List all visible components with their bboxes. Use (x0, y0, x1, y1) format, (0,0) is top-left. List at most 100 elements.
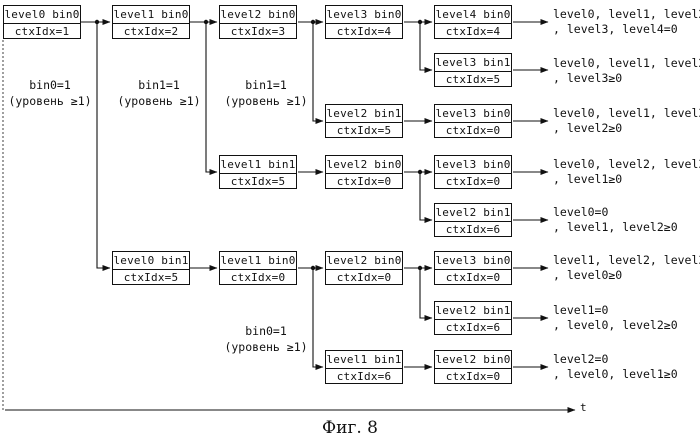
branch-r1c4-r2c5 (420, 22, 432, 70)
result-line: , level1≥0 (553, 172, 700, 187)
box-label: level2 bin0 (220, 6, 296, 24)
box-label: level3 bin0 (435, 252, 511, 270)
state-box-r7c5: level2 bin1 ctxIdx=6 (434, 301, 512, 335)
box-ctxidx: ctxIdx=3 (220, 23, 296, 40)
branch-label: bin0=1 (уровень ≥1) (8, 77, 92, 109)
branch-label: bin0=1 (уровень ≥1) (224, 323, 308, 355)
box-ctxidx: ctxIdx=5 (113, 269, 189, 286)
box-ctxidx: ctxIdx=6 (435, 319, 511, 336)
branch-condition: bin1=1 (224, 77, 308, 93)
state-box-r4c4: level2 bin0 ctxIdx=0 (325, 155, 403, 189)
box-label: level2 bin1 (435, 204, 511, 222)
box-ctxidx: ctxIdx=1 (4, 23, 80, 40)
result-line: , level0≥0 (553, 268, 700, 283)
result-line: level0, level1, level3=0 (553, 106, 700, 121)
branch-r1c1-r6c2 (97, 22, 110, 268)
branch-level-note: (уровень ≥1) (224, 93, 308, 109)
box-ctxidx: ctxIdx=5 (435, 71, 511, 88)
result-text: level0, level1, level3=0 , level2≥0 (553, 106, 700, 136)
branch-r6c3-r8c4 (313, 268, 323, 367)
state-box-r5c5: level2 bin1 ctxIdx=6 (434, 203, 512, 237)
box-ctxidx: ctxIdx=0 (435, 269, 511, 286)
branch-label: bin1=1 (уровень ≥1) (117, 77, 201, 109)
box-label: level3 bin0 (435, 105, 511, 123)
box-label: level0 bin0 (4, 6, 80, 24)
branch-level-note: (уровень ≥1) (117, 93, 201, 109)
branch-condition: bin0=1 (224, 323, 308, 339)
branch-condition: bin1=1 (117, 77, 201, 93)
box-label: level1 bin1 (326, 351, 402, 369)
branch-level-note: (уровень ≥1) (8, 93, 92, 109)
result-text: level1, level2, level3=0 , level0≥0 (553, 253, 700, 283)
box-ctxidx: ctxIdx=6 (435, 221, 511, 238)
state-box-r4c3: level1 bin1 ctxIdx=5 (219, 155, 297, 189)
result-line: level1, level2, level3=0 (553, 253, 700, 268)
branch-r1c3-r3c4 (313, 22, 323, 121)
box-label: level0 bin1 (113, 252, 189, 270)
box-label: level2 bin0 (435, 351, 511, 369)
box-label: level3 bin0 (326, 6, 402, 24)
result-text: level1=0 , level0, level2≥0 (553, 303, 678, 333)
box-ctxidx: ctxIdx=0 (220, 269, 296, 286)
box-label: level1 bin1 (220, 156, 296, 174)
result-line: , level0, level1≥0 (553, 367, 678, 382)
box-ctxidx: ctxIdx=0 (326, 269, 402, 286)
box-label: level3 bin1 (435, 54, 511, 72)
box-label: level2 bin1 (435, 302, 511, 320)
box-ctxidx: ctxIdx=6 (326, 368, 402, 385)
state-box-r2c5: level3 bin1 ctxIdx=5 (434, 53, 512, 87)
result-text: level2=0 , level0, level1≥0 (553, 352, 678, 382)
branch-condition: bin0=1 (8, 77, 92, 93)
result-line: level0, level1, level2=0 (553, 56, 700, 71)
box-label: level3 bin0 (435, 156, 511, 174)
result-line: level0, level2, level3=0 (553, 157, 700, 172)
state-box-r4c5: level3 bin0 ctxIdx=0 (434, 155, 512, 189)
state-box-r1c5: level4 bin0 ctxIdx=4 (434, 5, 512, 39)
box-ctxidx: ctxIdx=0 (435, 173, 511, 190)
result-text: level0, level1, level2 , level3, level4=… (553, 7, 700, 37)
state-box-r1c2: level1 bin0 ctxIdx=2 (112, 5, 190, 39)
box-ctxidx: ctxIdx=0 (326, 173, 402, 190)
result-line: level0, level1, level2 (553, 7, 700, 22)
state-box-r8c4: level1 bin1 ctxIdx=6 (325, 350, 403, 384)
result-text: level0=0 , level1, level2≥0 (553, 205, 678, 235)
result-line: level2=0 (553, 352, 678, 367)
box-ctxidx: ctxIdx=5 (220, 173, 296, 190)
result-text: level0, level1, level2=0 , level3≥0 (553, 56, 700, 86)
state-box-r6c3: level1 bin0 ctxIdx=0 (219, 251, 297, 285)
result-line: , level1, level2≥0 (553, 220, 678, 235)
branch-r1c2-r4c3 (206, 22, 217, 172)
box-label: level2 bin1 (326, 105, 402, 123)
box-ctxidx: ctxIdx=0 (435, 122, 511, 139)
result-line: level0=0 (553, 205, 678, 220)
result-line: , level2≥0 (553, 121, 700, 136)
branch-level-note: (уровень ≥1) (224, 339, 308, 355)
state-box-r6c2: level0 bin1 ctxIdx=5 (112, 251, 190, 285)
figure-caption: Фиг. 8 (0, 418, 700, 438)
box-label: level2 bin0 (326, 252, 402, 270)
box-label: level4 bin0 (435, 6, 511, 24)
box-ctxidx: ctxIdx=4 (435, 23, 511, 40)
state-box-r3c5: level3 bin0 ctxIdx=0 (434, 104, 512, 138)
branch-r6c4-r7c5 (420, 268, 432, 318)
result-text: level0, level2, level3=0 , level1≥0 (553, 157, 700, 187)
box-label: level2 bin0 (326, 156, 402, 174)
box-ctxidx: ctxIdx=5 (326, 122, 402, 139)
state-box-r6c5: level3 bin0 ctxIdx=0 (434, 251, 512, 285)
box-ctxidx: ctxIdx=4 (326, 23, 402, 40)
result-line: , level0, level2≥0 (553, 318, 678, 333)
branch-r4c4-r5c5 (420, 172, 432, 220)
box-label: level1 bin0 (220, 252, 296, 270)
branch-label: bin1=1 (уровень ≥1) (224, 77, 308, 109)
result-line: , level3≥0 (553, 71, 700, 86)
box-ctxidx: ctxIdx=2 (113, 23, 189, 40)
box-label: level1 bin0 (113, 6, 189, 24)
state-box-r3c4: level2 bin1 ctxIdx=5 (325, 104, 403, 138)
state-box-r1c4: level3 bin0 ctxIdx=4 (325, 5, 403, 39)
result-line: level1=0 (553, 303, 678, 318)
state-box-r1c3: level2 bin0 ctxIdx=3 (219, 5, 297, 39)
state-box-r1c1: level0 bin0 ctxIdx=1 (3, 5, 81, 39)
time-axis-label: t (580, 401, 587, 414)
box-ctxidx: ctxIdx=0 (435, 368, 511, 385)
state-box-r6c4: level2 bin0 ctxIdx=0 (325, 251, 403, 285)
